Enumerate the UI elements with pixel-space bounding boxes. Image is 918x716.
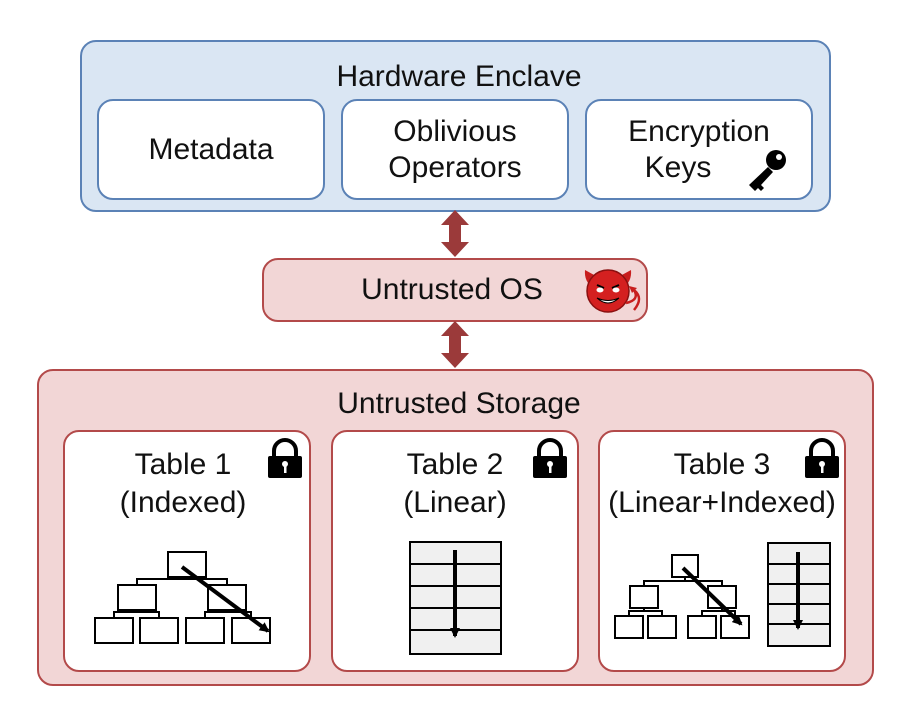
table-2-label: Table 2 (Linear) xyxy=(355,446,555,522)
tree-index-table-3 xyxy=(614,554,750,639)
tree-traversal-arrow-table-1 xyxy=(180,565,270,633)
key-icon xyxy=(749,150,786,191)
devil-icon xyxy=(584,269,641,313)
oblivious-operators-line1: Oblivious xyxy=(393,114,517,148)
tree-index-table-1 xyxy=(94,551,271,644)
table-1-name: Table 1 xyxy=(134,448,232,481)
encryption-keys-box: Encryption Keys xyxy=(585,99,813,200)
lock-icon-table-3 xyxy=(805,438,839,478)
table-3-type: (Linear+Indexed) xyxy=(608,486,836,519)
table-2-type: (Linear) xyxy=(403,486,507,519)
oblivious-operators-box: Oblivious Operators xyxy=(341,99,569,200)
double-arrow-enclave-os xyxy=(441,210,469,257)
lock-icon-table-1 xyxy=(268,438,302,478)
table-2-name: Table 2 xyxy=(406,448,504,481)
metadata-label: Metadata xyxy=(148,132,274,166)
metadata-box: Metadata xyxy=(97,99,325,200)
tree-traversal-arrow-table-3 xyxy=(681,566,743,626)
double-arrow-os-storage xyxy=(441,321,469,368)
untrusted-os-label: Untrusted OS xyxy=(262,258,642,322)
oblivious-operators-line2: Operators xyxy=(388,150,522,184)
table-3-name: Table 3 xyxy=(673,448,771,481)
table-1-type: (Indexed) xyxy=(119,486,247,519)
lock-icon-table-2 xyxy=(533,438,567,478)
hardware-enclave-title: Hardware Enclave xyxy=(336,60,582,93)
table-1-label: Table 1 (Indexed) xyxy=(83,446,283,522)
untrusted-storage-title: Untrusted Storage xyxy=(337,387,581,420)
untrusted-os-text: Untrusted OS xyxy=(361,273,543,306)
table-3-label: Table 3 (Linear+Indexed) xyxy=(600,446,844,522)
encryption-keys-line1: Encryption xyxy=(628,114,770,148)
encryption-keys-line2: Keys xyxy=(644,150,712,184)
